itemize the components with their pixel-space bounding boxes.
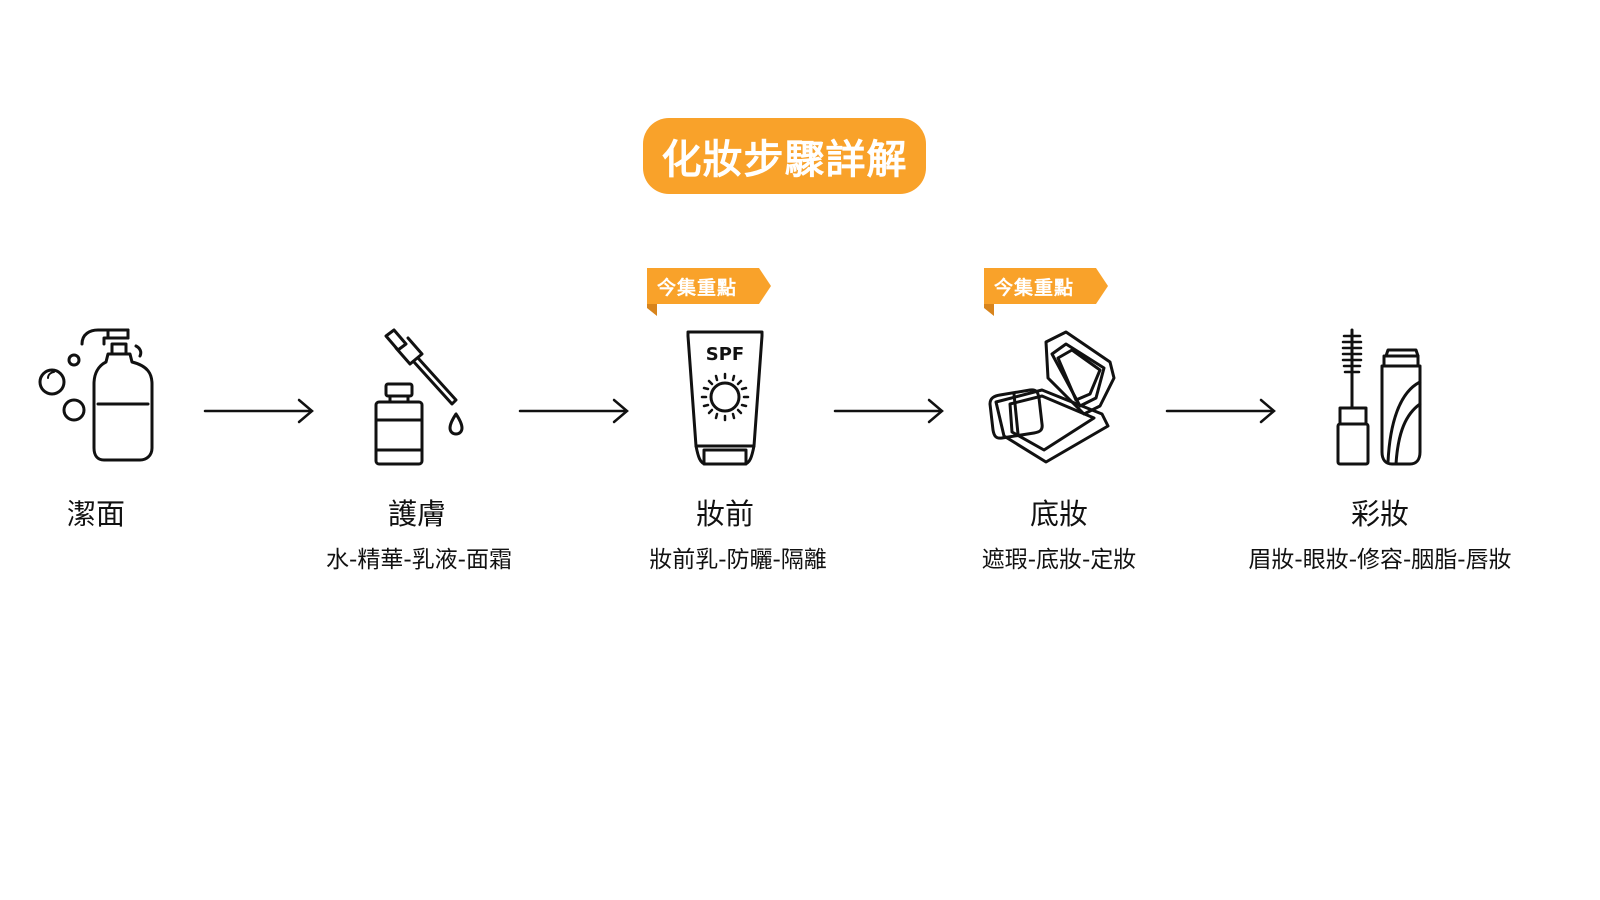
- badge-flag-shape: [647, 268, 771, 316]
- powder-compact-icon: [988, 330, 1116, 464]
- sunscreen-tube-icon: SPF: [686, 330, 764, 466]
- highlight-badge-label: 今集重點: [994, 277, 1075, 299]
- serum-dropper-icon: [374, 328, 464, 466]
- step-title-skincare: 護膚: [387, 497, 446, 531]
- step-title-base-makeup: 底妝: [1029, 497, 1088, 531]
- step-title-color-makeup: 彩妝: [1350, 497, 1409, 531]
- highlight-badge-base: 今集重點: [984, 268, 1108, 316]
- step-subtitle-skincare: 水-精華-乳液-面霜: [326, 547, 512, 573]
- arrow-right-icon: [203, 398, 314, 424]
- arrow-right-icon: [1165, 398, 1276, 424]
- highlight-badge-label: 今集重點: [657, 277, 738, 299]
- badge-flag-shape: [984, 268, 1108, 316]
- step-subtitle-base-makeup: 遮瑕-底妝-定妝: [981, 547, 1137, 573]
- arrow-right-icon: [518, 398, 629, 424]
- spf-label: SPF: [706, 344, 744, 365]
- highlight-badge-prep: 今集重點: [647, 268, 771, 316]
- soap-pump-bottle-icon: [38, 328, 154, 462]
- mascara-lipstick-icon: [1336, 328, 1422, 466]
- arrow-right-icon: [833, 398, 944, 424]
- page-title: 化妝步驟詳解: [643, 118, 926, 194]
- step-subtitle-primer: 妝前乳-防曬-隔離: [649, 547, 827, 573]
- step-title-primer: 妝前: [695, 497, 754, 531]
- step-title-cleansing: 潔面: [66, 497, 125, 531]
- step-subtitle-color-makeup: 眉妝-眼妝-修容-胭脂-唇妝: [1248, 547, 1512, 573]
